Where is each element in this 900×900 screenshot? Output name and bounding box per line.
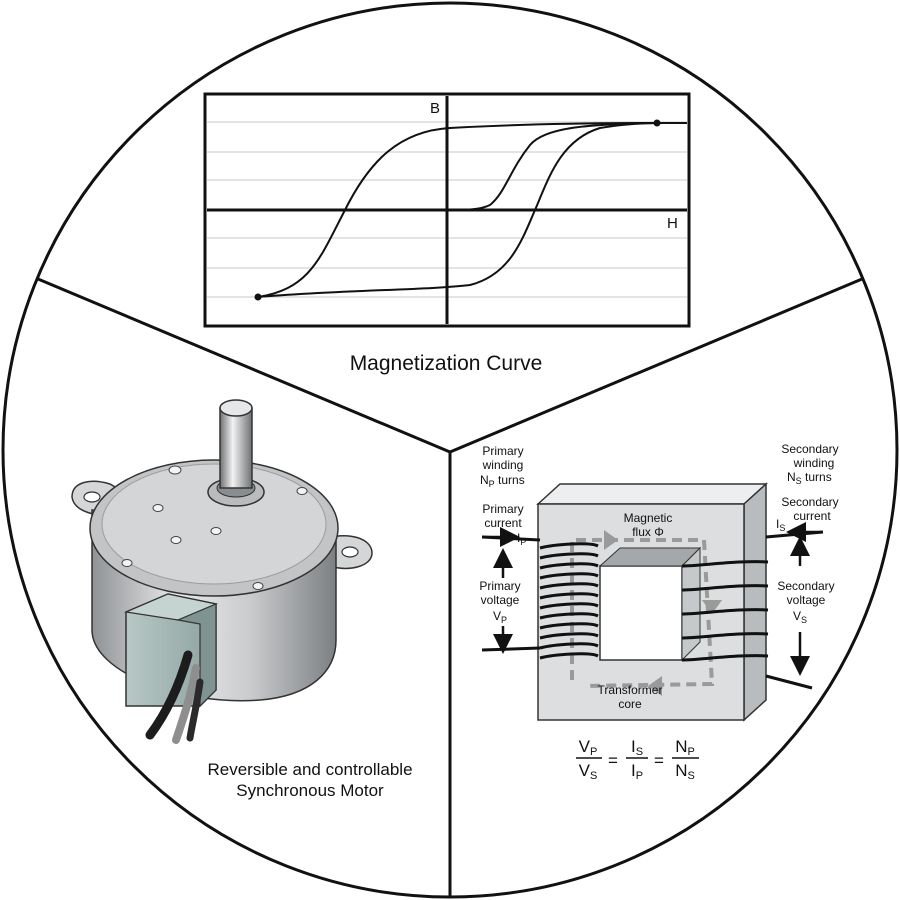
vs-label: VS — [793, 609, 807, 625]
ip-label: IP — [517, 531, 526, 547]
motor-caption-line1: Reversible and controllable — [207, 760, 412, 779]
motor-cables — [145, 650, 204, 744]
eq-vs: VS — [579, 761, 598, 782]
primary-winding — [481, 535, 599, 660]
motor-top-rim — [101, 463, 327, 585]
h-axis-label: H — [667, 215, 678, 232]
eq-vp: VP — [579, 737, 598, 758]
eq-is: IS — [631, 737, 643, 758]
secondary-current-label-1: Secondary — [781, 495, 838, 509]
core-window-side — [681, 546, 701, 662]
core-side-face — [743, 482, 767, 722]
descending-branch — [257, 122, 658, 298]
divider-right — [449, 277, 863, 454]
eq-equals-2: = — [654, 751, 664, 770]
core-top-face — [536, 483, 768, 505]
ascending-branch — [257, 122, 658, 298]
secondary-winding-label-1: Secondary — [781, 442, 838, 456]
primary-voltage-label-1: Primary — [479, 579, 520, 593]
magnetization-panel: B H Magnetization Curve — [203, 92, 691, 375]
eq-ns: NS — [675, 761, 695, 782]
initial-curve — [446, 122, 687, 211]
motor-caption-line2: Synchronous Motor — [236, 781, 384, 800]
magnetization-caption: Magnetization Curve — [350, 352, 543, 375]
transformer-equation: VP VS = IS IP = NP NS — [576, 737, 699, 782]
secondary-voltage-label-1: Secondary — [777, 579, 834, 593]
is-label: IS — [776, 517, 785, 533]
transformer-panel: Primary winding NP turns Primary current… — [479, 442, 838, 782]
saturation-point-negative — [254, 293, 262, 301]
flux-label-2: flux Φ — [632, 525, 664, 539]
secondary-current-label-2: current — [793, 509, 831, 523]
terminal-box — [123, 593, 219, 708]
vp-label: VP — [493, 609, 507, 625]
flux-arrow-right — [702, 600, 722, 614]
primary-current-label-2: current — [484, 516, 522, 530]
secondary-voltage-label-2: voltage — [787, 593, 826, 607]
flux-path — [570, 538, 715, 688]
b-axis-label: B — [430, 100, 440, 117]
secondary-turns-label: NS turns — [787, 470, 832, 486]
flux-arrow-top — [604, 530, 618, 550]
eq-ip: IP — [631, 761, 643, 782]
primary-current-label-1: Primary — [482, 502, 523, 516]
saturation-point-positive — [653, 119, 661, 127]
primary-turns-label: NP turns — [480, 473, 525, 489]
divider-left — [37, 277, 451, 454]
core-label-2: core — [618, 697, 642, 711]
eq-equals-1: = — [608, 751, 618, 770]
primary-voltage-label-2: voltage — [481, 593, 520, 607]
core-label-1: Transformer — [598, 683, 663, 697]
primary-winding-label-2: winding — [482, 458, 524, 472]
eq-np: NP — [675, 737, 695, 758]
motor-shaft — [207, 399, 265, 507]
secondary-winding-label-2: winding — [793, 456, 835, 470]
primary-winding-label-1: Primary — [482, 444, 523, 458]
flux-label-1: Magnetic — [624, 511, 673, 525]
flux-arrow-bottom — [648, 676, 662, 696]
motor-panel: Reversible and controllable Synchronous … — [71, 399, 413, 800]
